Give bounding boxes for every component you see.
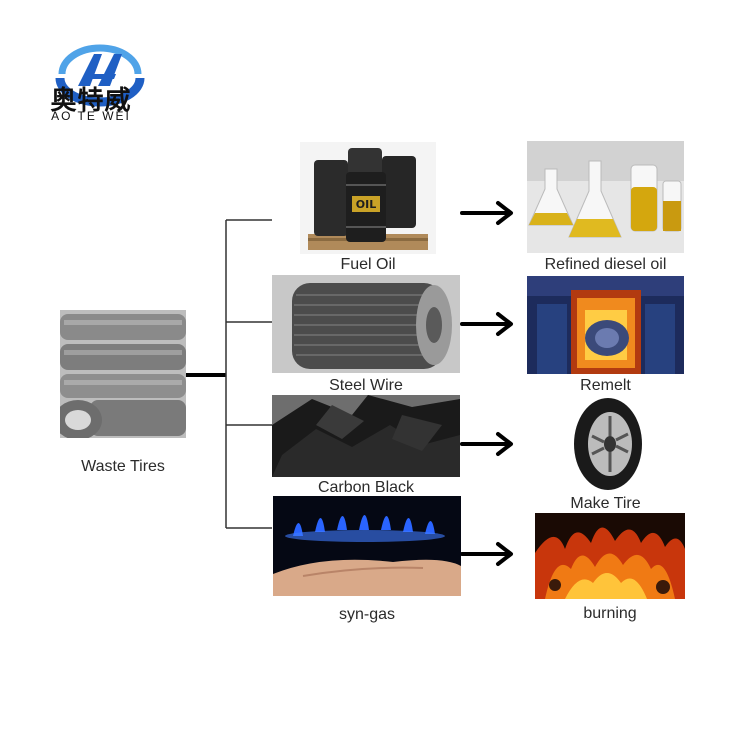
syn-gas-image xyxy=(273,496,461,596)
carbon-black-photo-icon xyxy=(272,395,460,477)
result-label-refined-diesel-oil: Refined diesel oil xyxy=(544,256,667,273)
aotewei-logo-icon xyxy=(55,44,145,107)
product-label-steel-wire: Steel Wire xyxy=(329,377,403,394)
arrow-icon xyxy=(460,312,513,336)
brand-name-cn: 奥特威 xyxy=(50,86,132,116)
tire-photo-icon xyxy=(568,396,644,492)
result-label-make-tire: Make Tire xyxy=(570,495,641,512)
gas-flame-photo-icon xyxy=(273,496,461,596)
arrow-icon xyxy=(460,542,513,566)
product-label-syn-gas: syn-gas xyxy=(338,606,396,623)
burning-image xyxy=(535,513,685,599)
source-label: Waste Tires xyxy=(81,458,165,475)
fuel-oil-image: OIL xyxy=(300,142,436,254)
oil-barrels-photo-icon: OIL xyxy=(300,142,436,254)
result-label-burning: burning xyxy=(583,605,637,622)
arrow-icon xyxy=(460,432,513,456)
result-label-remelt: Remelt xyxy=(580,377,631,394)
fire-photo-icon xyxy=(535,513,685,599)
arrow-icon xyxy=(460,201,513,225)
svg-text:OIL: OIL xyxy=(356,198,376,211)
steel-wire-image xyxy=(272,275,460,373)
product-label-carbon-black: Carbon Black xyxy=(317,479,415,496)
brand-name-en: AO TE WEI xyxy=(51,109,131,123)
carbon-black-image xyxy=(272,395,460,477)
furnace-photo-icon xyxy=(527,276,684,374)
make-tire-image xyxy=(568,396,644,492)
steel-wire-spool-photo-icon xyxy=(272,275,460,373)
lab-flasks-photo-icon xyxy=(527,141,684,253)
remelt-image xyxy=(527,276,684,374)
refined-diesel-oil-image xyxy=(527,141,684,253)
product-label-fuel-oil: Fuel Oil xyxy=(340,256,396,273)
waste-tires-image xyxy=(60,310,186,438)
tire-stack-photo-icon xyxy=(60,310,186,438)
